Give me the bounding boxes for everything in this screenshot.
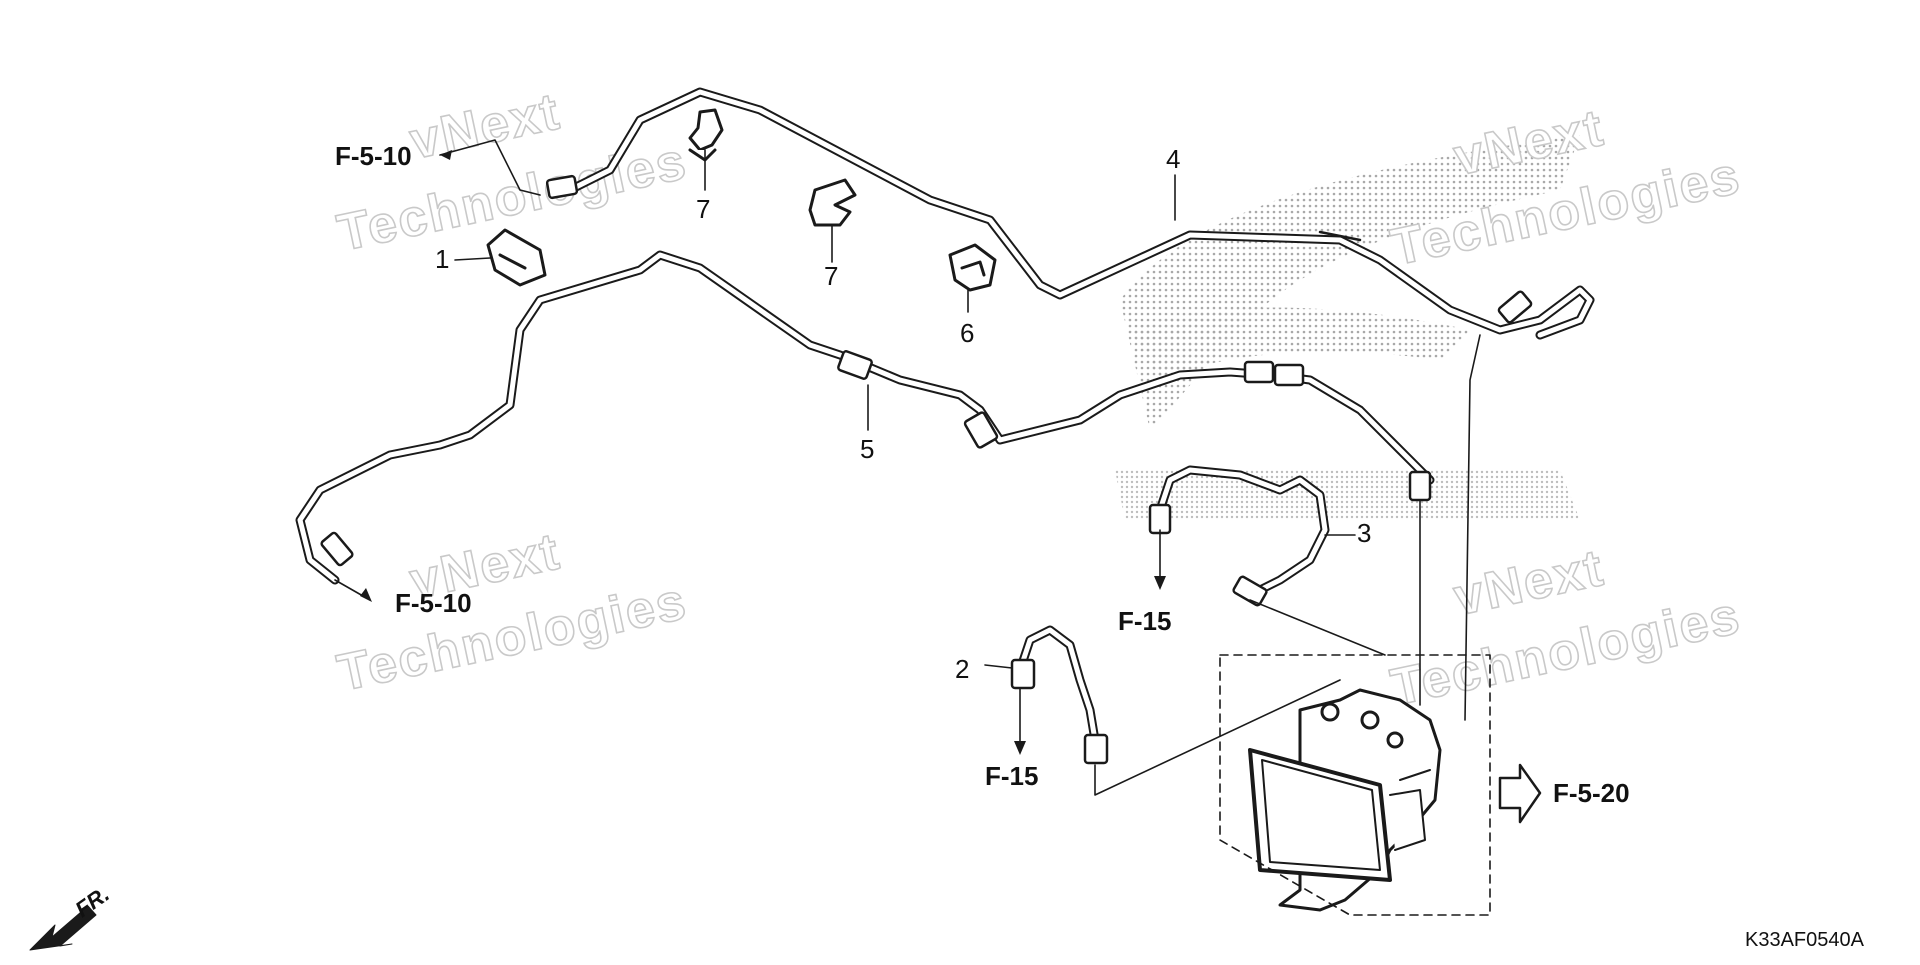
watermark-bottom-left: vNext Technologies: [332, 522, 693, 704]
part-number-labels: 1 2 3 4 5 6 7 7: [435, 144, 1371, 684]
clamp-1: [486, 228, 547, 287]
part-label-5: 5: [860, 434, 874, 464]
part-label-1: 1: [435, 244, 449, 274]
brake-pipe-3: [1155, 465, 1330, 600]
svg-text:vNext: vNext: [405, 82, 565, 170]
ref-mid-right: F-15: [1118, 606, 1171, 636]
part-label-2: 2: [955, 654, 969, 684]
ref-top-left: F-5-10: [335, 141, 412, 171]
right-reference-arrow: [1498, 763, 1542, 824]
arrowheads: [360, 150, 1166, 755]
part-label-7-upper: 7: [696, 194, 710, 224]
reference-labels: F-5-10 F-5-10 F-15 F-15 F-5-20: [335, 141, 1630, 808]
part-label-6: 6: [960, 318, 974, 348]
svg-text:Technologies: Technologies: [1386, 587, 1746, 718]
leader-lines: [454, 149, 1356, 669]
ref-lower-mid: F-15: [985, 761, 1038, 791]
part-label-3: 3: [1357, 518, 1371, 548]
clamp-6: [948, 243, 997, 292]
svg-text:vNext: vNext: [1449, 539, 1609, 627]
background-logo: [1115, 135, 1580, 520]
part-label-4: 4: [1166, 144, 1180, 174]
part-label-7-lower: 7: [824, 261, 838, 291]
drawing-code: K33AF0540A: [1745, 929, 1865, 951]
svg-text:Technologies: Technologies: [333, 572, 693, 703]
brake-pipe-2: [1015, 625, 1100, 745]
brake-pipe-4: [565, 87, 1595, 340]
connection-lines: [1094, 334, 1481, 796]
clamp-7-upper: [688, 108, 724, 162]
abs-dashed-boundary: [1219, 654, 1491, 916]
pipe-fittings: [320, 174, 1533, 765]
clamp-7-lower: [808, 178, 857, 227]
abs-modulator: [1248, 688, 1442, 912]
ref-left: F-5-10: [395, 588, 472, 618]
watermark-bottom-right: vNext Technologies: [1385, 538, 1746, 718]
front-direction-arrow: [29, 905, 97, 951]
ref-right: F-5-20: [1553, 778, 1630, 808]
